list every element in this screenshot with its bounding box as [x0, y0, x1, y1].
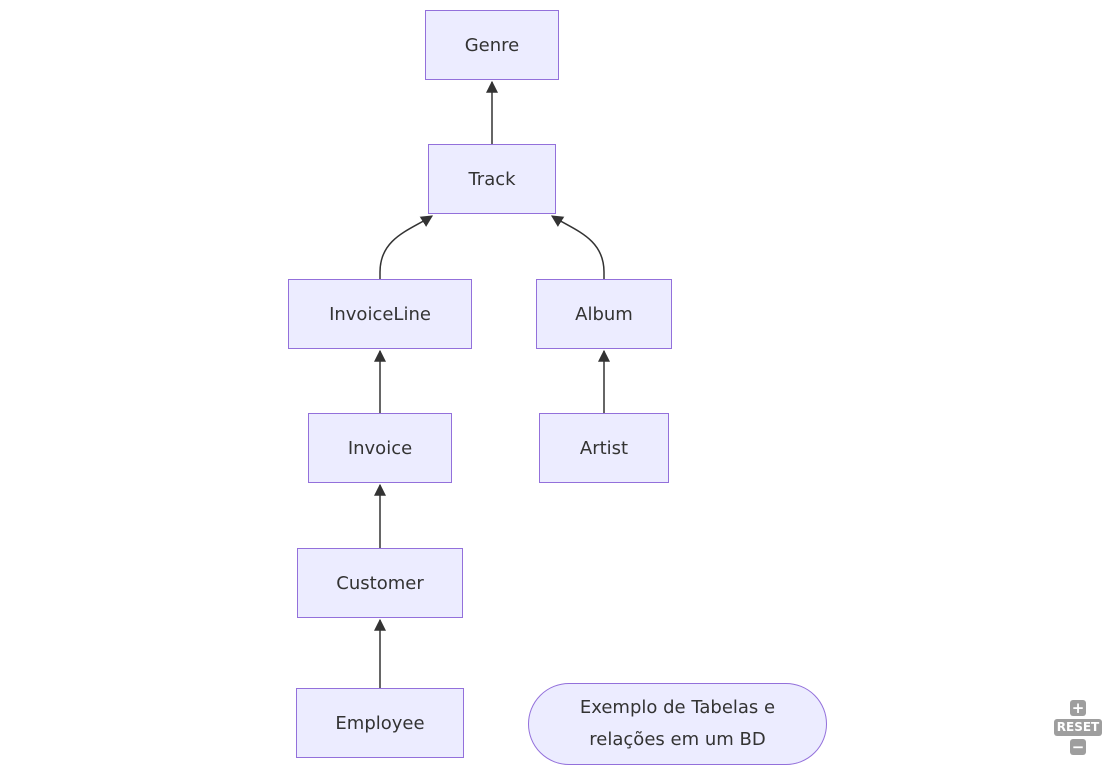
zoom-controls: + RESET −	[1050, 700, 1106, 755]
edge-album-to-track	[550, 215, 605, 279]
node-artist[interactable]: Artist	[539, 413, 669, 483]
note-line-2: relações em um BD	[589, 729, 766, 750]
minus-icon[interactable]: −	[1070, 738, 1086, 756]
node-genre[interactable]: Genre	[425, 10, 559, 80]
node-employee[interactable]: Employee	[296, 688, 464, 758]
note-description: Exemplo de Tabelas e relações em um BD	[528, 683, 827, 765]
note-line-1: Exemplo de Tabelas e	[579, 697, 776, 718]
plus-icon[interactable]: +	[1070, 699, 1086, 717]
node-album[interactable]: Album	[536, 279, 672, 349]
node-invoice[interactable]: Invoice	[308, 413, 452, 483]
node-customer[interactable]: Customer	[297, 548, 463, 618]
reset-button[interactable]: RESET	[1053, 719, 1103, 736]
note-text: Exemplo de Tabelas e relações em um BD	[580, 692, 775, 756]
edge-invoiceline-to-track	[379, 215, 434, 279]
node-invoiceline[interactable]: InvoiceLine	[288, 279, 472, 349]
node-track[interactable]: Track	[428, 144, 556, 214]
